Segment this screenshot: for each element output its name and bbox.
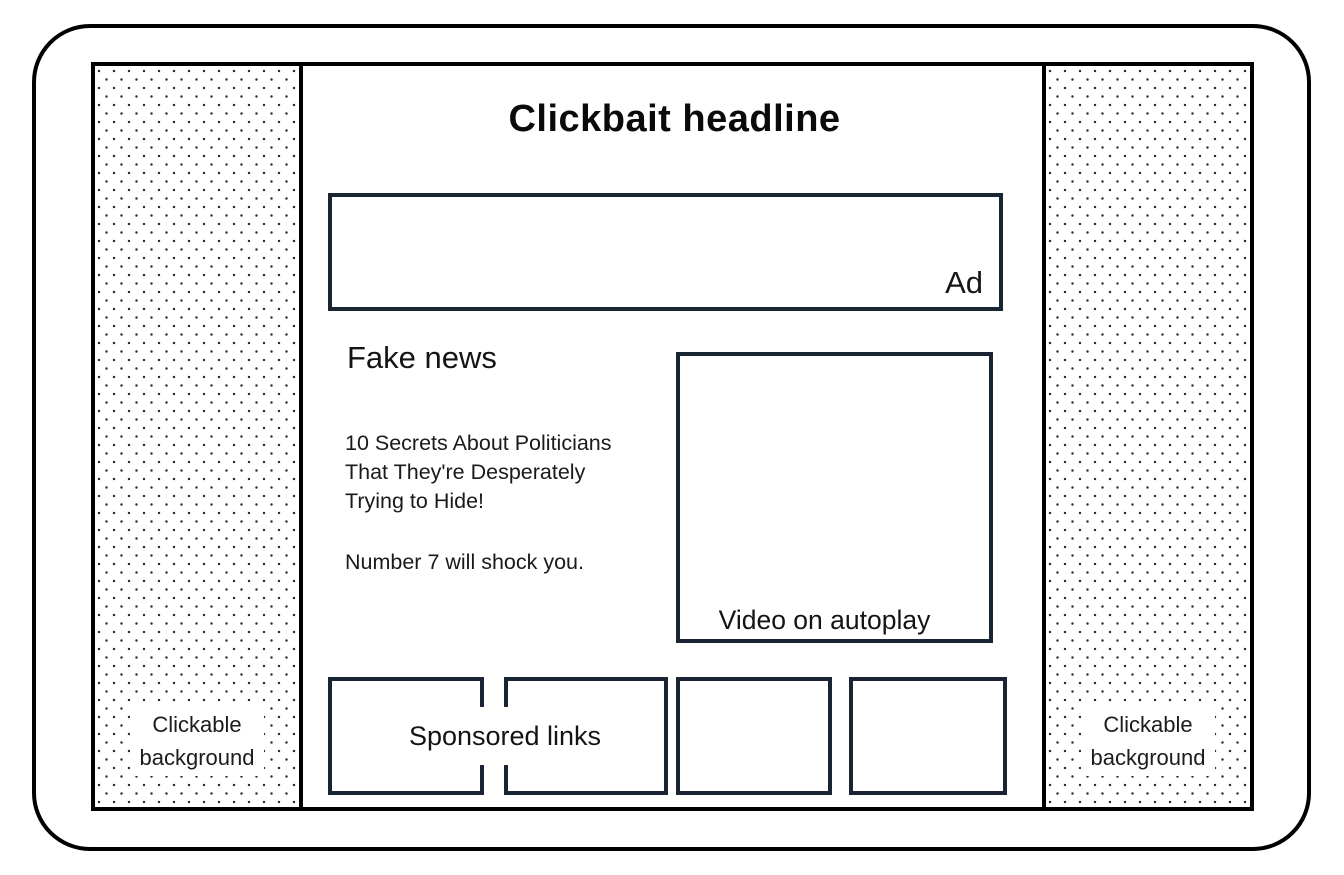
ad-banner[interactable]: Ad	[328, 193, 1003, 311]
autoplay-video[interactable]: Video on autoplay	[676, 352, 993, 643]
right-sidebar-label: Clickable background	[1046, 706, 1250, 776]
autoplay-video-label: Video on autoplay	[718, 605, 931, 635]
right-clickable-background[interactable]: Clickable background	[1042, 66, 1250, 807]
left-clickable-background[interactable]: Clickable background	[95, 66, 303, 807]
article-headline: 10 Secrets About Politicians That They'r…	[345, 431, 612, 513]
article-teaser: Number 7 will shock you.	[345, 550, 584, 574]
sponsored-link-box-4[interactable]	[849, 677, 1007, 795]
left-sidebar-label: Clickable background	[95, 706, 299, 776]
page-title: Clickbait headline	[508, 98, 841, 140]
fake-news-heading: Fake news	[347, 340, 497, 375]
left-sidebar-label-text: Clickable background	[129, 706, 265, 776]
right-sidebar-label-text: Clickable background	[1080, 706, 1216, 776]
ad-label: Ad	[945, 265, 983, 300]
sponsored-links-label: Sponsored links	[398, 707, 612, 765]
sponsored-link-box-3[interactable]	[676, 677, 832, 795]
